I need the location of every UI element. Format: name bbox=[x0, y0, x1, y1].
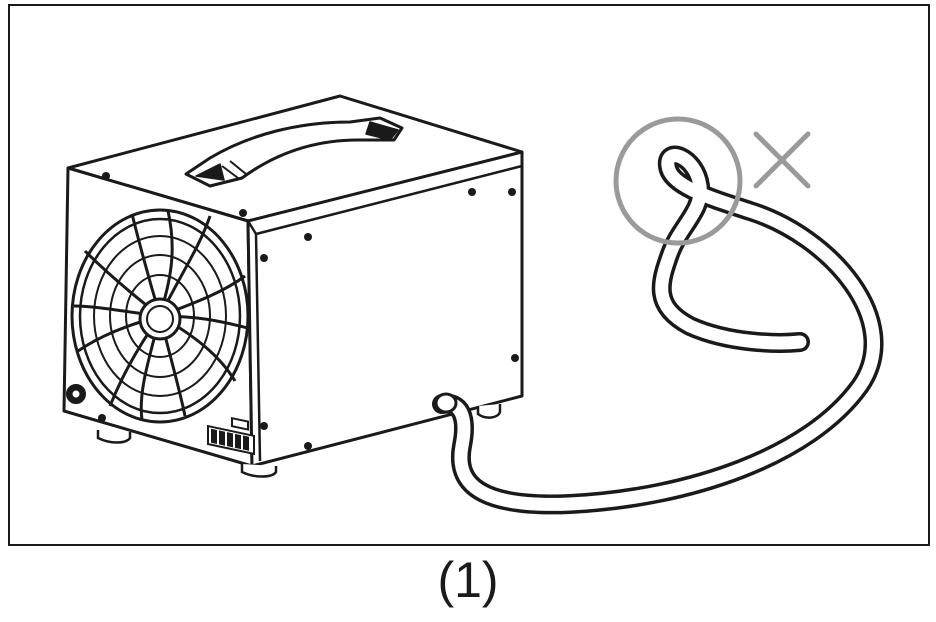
drain-hose bbox=[432, 145, 884, 515]
connector-panel bbox=[207, 416, 255, 456]
x-mark-icon bbox=[753, 131, 811, 189]
figure-frame bbox=[8, 4, 930, 546]
unit-side-face bbox=[246, 150, 524, 468]
incorrect-marker bbox=[613, 116, 811, 246]
illustration bbox=[62, 94, 884, 515]
power-button-icon bbox=[66, 384, 86, 404]
unit-feet bbox=[96, 404, 502, 478]
fan-guard bbox=[70, 208, 250, 424]
carry-handle bbox=[184, 116, 404, 188]
figure-caption: (1) bbox=[437, 552, 499, 608]
screws bbox=[98, 172, 519, 450]
kink-highlight-circle bbox=[613, 116, 743, 246]
